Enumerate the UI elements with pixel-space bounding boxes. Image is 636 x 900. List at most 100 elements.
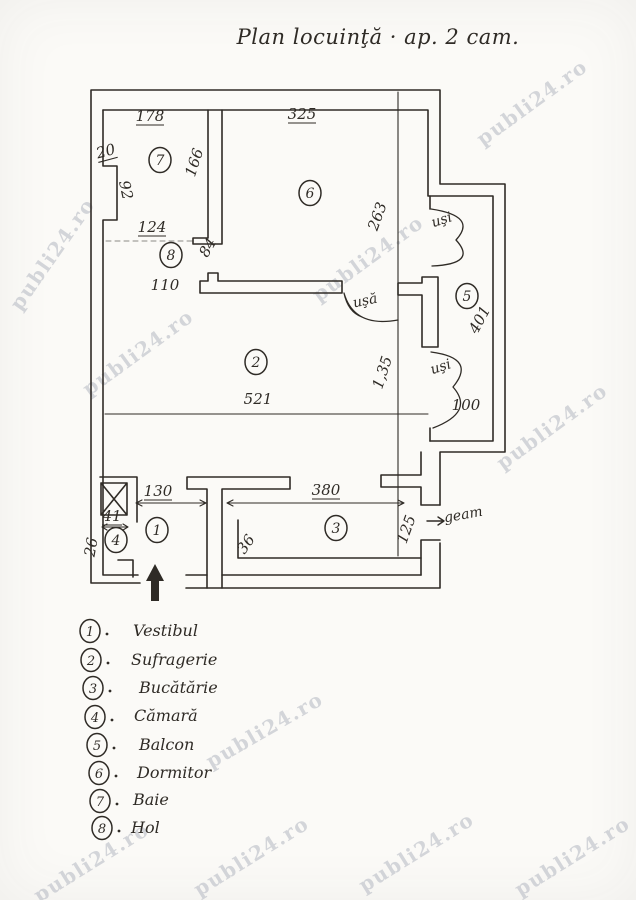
dimension-label: 263 — [364, 200, 391, 234]
legend-number: 7 — [96, 795, 105, 810]
door-arc-balcony-top — [430, 208, 464, 267]
room-number-circle — [324, 514, 348, 542]
door-arc-balcony-bottom — [430, 351, 462, 429]
dimension-label: 521 — [244, 390, 273, 408]
legend-separator-dot — [112, 746, 116, 750]
legend-room-name: Vestibul — [133, 621, 198, 640]
legend-item: 8 Hol — [91, 815, 160, 841]
dimension-label: 325 — [288, 105, 317, 123]
dimension-label: 92 — [115, 179, 137, 201]
dimension-label: 124 — [138, 218, 167, 236]
legend-room-name: Dormitor — [136, 763, 212, 782]
room-number: 7 — [156, 153, 165, 169]
watermark-text: publi24.ro — [354, 807, 478, 897]
plan-title: Plan locuinţă · ap. 2 cam. — [236, 25, 520, 49]
room-number-circle — [148, 146, 172, 174]
dimension-label: 26 — [80, 536, 101, 559]
pantry-walls — [99, 476, 138, 578]
legend-separator-dot — [117, 829, 121, 833]
legend-number-circle — [88, 760, 110, 786]
legend-separator-dot — [115, 802, 119, 806]
dimension-label: 110 — [151, 276, 180, 294]
watermark-text: publi24.ro — [5, 193, 100, 314]
legend-separator-dot — [105, 632, 109, 636]
bedroom-living-wall — [199, 272, 343, 294]
plan-label: uşi — [429, 209, 454, 231]
bathroom-right-wall — [192, 109, 223, 245]
legend-number-circle — [84, 704, 106, 730]
legend-item: 3 Bucătărie — [82, 675, 218, 701]
walls — [90, 89, 506, 601]
legend-room-name: Balcon — [138, 735, 194, 754]
kitchen-right-wall — [380, 451, 441, 576]
room-number: 4 — [111, 533, 121, 549]
legend-room-name: Bucătărie — [138, 678, 218, 697]
legend-number: 8 — [98, 822, 106, 837]
plan-label: uşi — [428, 356, 453, 378]
room-number-circle — [244, 348, 268, 376]
room-number: 1 — [153, 523, 162, 539]
dimension-label: 166 — [181, 146, 207, 179]
room-number: 5 — [463, 289, 472, 305]
legend-number-circle — [80, 647, 102, 673]
room-number: 3 — [332, 521, 341, 537]
legend-item: 2 Sufragerie — [80, 647, 217, 673]
dimension-label: 100 — [452, 396, 481, 414]
room-number-circle — [145, 516, 169, 544]
room-number: 6 — [306, 186, 315, 202]
legend-separator-dot — [106, 661, 110, 665]
watermark-text: publi24.ro — [202, 687, 328, 773]
watermark-text: publi24.ro — [189, 811, 313, 900]
entrance-arrow — [146, 564, 164, 601]
dim-line-130 — [135, 499, 207, 507]
watermark-text: publi24.ro — [472, 54, 592, 151]
watermark-text: publi24.ro — [492, 378, 612, 475]
legend-number: 3 — [89, 682, 97, 697]
plan-label: geam — [443, 504, 484, 527]
dimension-labels-layer: 1782092166325263124841105211,35401100130… — [80, 105, 494, 559]
legend-number-circle — [82, 675, 104, 701]
kitchen-bottom-wall — [221, 519, 422, 576]
legend-number-circle — [89, 788, 111, 814]
outer-wall — [90, 89, 506, 589]
dimension-label: 178 — [136, 107, 165, 125]
inner-wall-top-right — [102, 109, 494, 442]
legend-room-name: Cămară — [134, 706, 198, 725]
dimension-underline — [98, 156, 118, 163]
legend-number-circle — [79, 618, 101, 644]
door-arc-bedroom — [343, 292, 399, 323]
legend-number-circle — [91, 815, 113, 841]
vestibule-kitchen-wall — [186, 476, 291, 589]
legend-room-name: Hol — [130, 818, 160, 837]
legend-room-name: Sufragerie — [131, 650, 217, 669]
dimension-label: 36 — [233, 531, 259, 557]
window-arrow — [426, 516, 445, 526]
legend-room-name: Baie — [132, 790, 169, 809]
legend-item: 7 Baie — [89, 788, 169, 814]
room-number-circle — [298, 179, 322, 207]
watermark-text: publi24.ro — [78, 304, 198, 401]
legend-number: 5 — [93, 739, 101, 754]
room-number: 8 — [167, 248, 176, 264]
dimension-label: 1,35 — [369, 354, 396, 391]
balcony-pillar — [397, 276, 439, 348]
text-labels-layer: uşă uşi uşi geam — [351, 209, 483, 526]
dimension-label: 125 — [393, 513, 420, 546]
legend-separator-dot — [110, 718, 114, 722]
plan-label: uşă — [351, 291, 378, 312]
legend-number: 2 — [86, 654, 95, 669]
legend-separator-dot — [108, 689, 112, 693]
dimension-label: 380 — [312, 481, 341, 499]
watermark-text: publi24.ro — [510, 811, 634, 900]
dim-line-380 — [226, 499, 405, 507]
dimension-label: 20 — [93, 140, 118, 163]
legend-separator-dot — [114, 774, 118, 778]
room-number-circle — [455, 282, 479, 310]
